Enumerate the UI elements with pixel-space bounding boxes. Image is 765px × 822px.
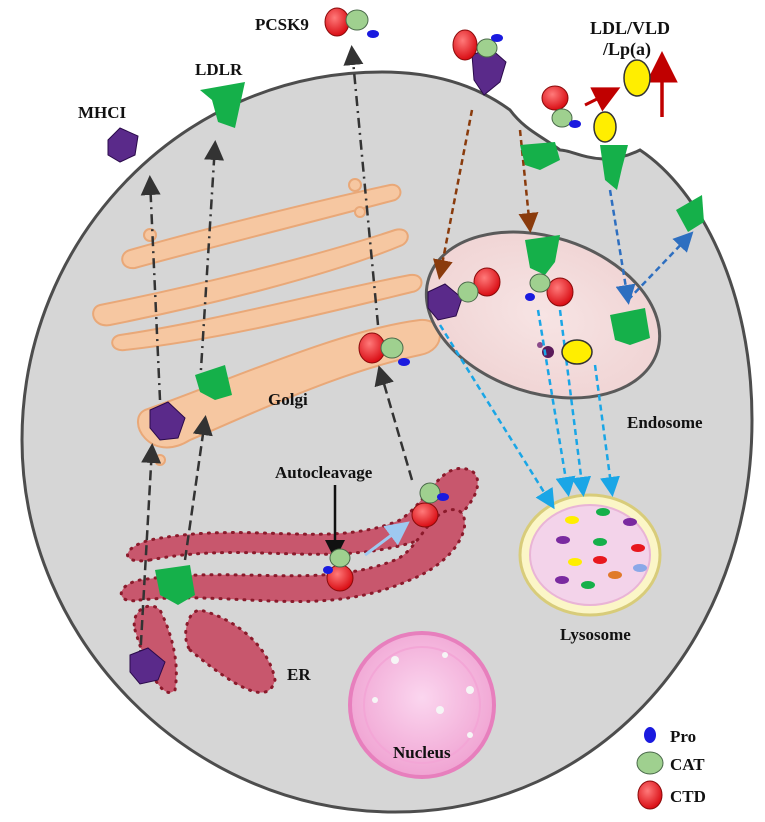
autocleavage-label: Autocleavage xyxy=(275,463,373,482)
er-label: ER xyxy=(287,665,311,684)
legend-cat-label: CAT xyxy=(670,755,705,774)
pcsk9-complexes xyxy=(323,7,581,592)
lysosome-label: Lysosome xyxy=(560,625,631,644)
nucleus-label: Nucleus xyxy=(393,743,451,762)
legend-ctd-swatch xyxy=(637,780,663,810)
mhci-label: MHCI xyxy=(78,103,127,122)
lysosome xyxy=(518,493,662,617)
ldl-particles xyxy=(561,59,651,365)
legend-pro-swatch xyxy=(644,727,656,743)
ldlr-label: LDLR xyxy=(195,60,243,79)
endosome-label: Endosome xyxy=(627,413,703,432)
legend-ctd-label: CTD xyxy=(670,787,706,806)
golgi-label: Golgi xyxy=(268,390,308,409)
legend-cat-swatch xyxy=(636,751,664,775)
legend: Pro CAT CTD xyxy=(636,727,706,810)
nucleus xyxy=(348,631,496,779)
trafficking-arrows xyxy=(138,45,694,661)
ldl-label-line2: /Lp(a) xyxy=(602,39,651,60)
mhci-receptors xyxy=(107,47,507,685)
ldl-label-line1: LDL/VLD xyxy=(590,18,670,38)
legend-pro-label: Pro xyxy=(670,727,696,746)
pcsk9-label: PCSK9 xyxy=(255,15,309,34)
ldlr-receptors xyxy=(155,82,704,605)
